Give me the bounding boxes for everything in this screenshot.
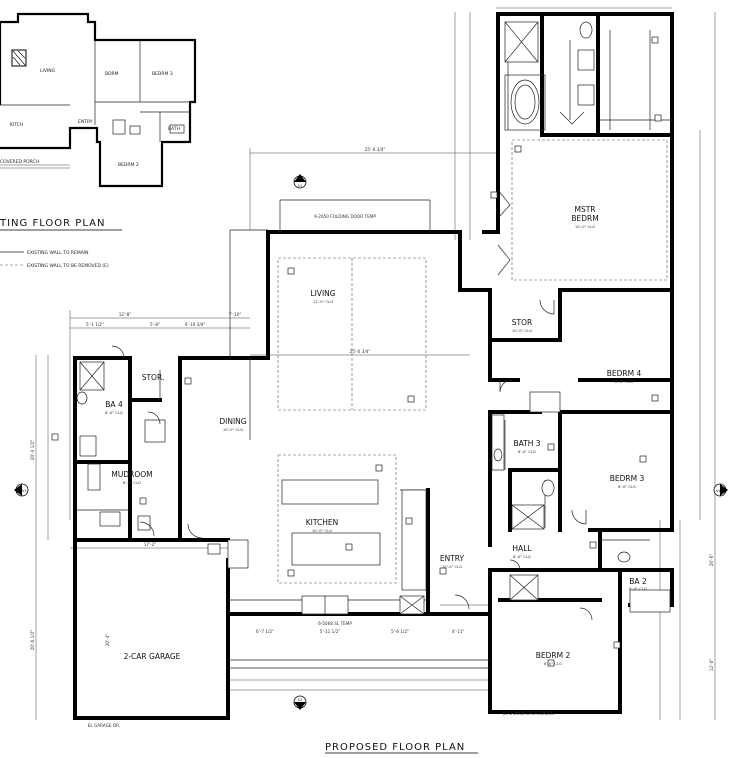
dim-left-12: 12'-8" — [119, 312, 132, 317]
dim-mid-living: 25'-0 3/4" — [350, 349, 371, 354]
proposed-floor-plan: A1 A2 A3 A4 25'-0 3/4" 25'-0 3/4" 12'-8 — [14, 7, 728, 754]
folding-door-note: 9-2650 FOLDING DOOR TEMP — [314, 214, 376, 219]
room-bedrm4: BEDRM 4 — [607, 369, 642, 378]
existing-living-label: LIVING — [40, 68, 56, 74]
room-ba4: BA 4 — [105, 400, 123, 409]
dimension-lines — [35, 7, 716, 720]
room-mstr-bedrm: BEDRM — [571, 214, 598, 223]
section-marker-a4: A4 — [713, 483, 728, 497]
dim-bot-3: 5'-6 1/2" — [391, 629, 409, 634]
legend-existing-removed: EXISTING WALL TO BE REMOVED (E) — [27, 263, 109, 269]
existing-floor-plan: LIVING BDRM BEDRM 3 KITCH ENTRY BATH BED… — [0, 12, 197, 269]
existing-plan-title: TING FLOOR PLAN — [0, 218, 105, 229]
dim-left-4: 4'-10 3/4" — [185, 322, 206, 327]
dim-garage-height: 20'-4" — [105, 634, 110, 647]
room-entry: ENTRY — [440, 554, 465, 563]
room-entry-clg: 10'-0" CLG — [442, 564, 462, 569]
svg-text:A2: A2 — [297, 697, 303, 702]
dim-right-total-2: 12'-0" — [709, 659, 714, 672]
dim-bot-2: 5'-11 1/2" — [320, 629, 341, 634]
svg-text:A4: A4 — [715, 488, 721, 493]
ceiling-outlines — [277, 139, 668, 584]
existing-entry-label: ENTRY — [78, 119, 93, 125]
garage-door-note: EL GARAGE DR. — [88, 723, 121, 728]
slider-note: 6-5068 SL TEMP — [318, 621, 352, 626]
dim-left-5b: 5'-8" — [150, 322, 160, 327]
section-marker-a3: A3 — [14, 483, 29, 497]
egress-note: (E) 2-2660 GFCI EGRESS — [502, 711, 554, 716]
door-swings — [111, 111, 593, 621]
room-mstr: MSTR — [574, 205, 595, 214]
room-kitchen-clg: 10'-0" CLG — [312, 528, 332, 533]
room-living-clg: 12'-0" CLG — [313, 299, 333, 304]
dim-garage-width: 17'-2" — [144, 542, 157, 547]
room-mudroom-clg: 8'-0" CLG — [123, 480, 141, 485]
room-garage: 2-CAR GARAGE — [124, 652, 181, 661]
room-living: LIVING — [310, 289, 335, 298]
room-bedrm2-clg: 8'-0" CLG — [544, 661, 562, 666]
partitions — [75, 30, 672, 669]
existing-kitchen-label: KITCH — [10, 122, 23, 128]
room-bedrm4-clg: 8'-0" CLG — [615, 379, 633, 384]
room-mudroom: MUDROOM — [111, 470, 152, 479]
existing-bedrm-label: BDRM — [105, 71, 119, 77]
legend-existing-remain: EXISTING WALL TO REMAIN — [27, 250, 89, 256]
room-bath3-clg: 8'-0" CLG — [518, 449, 536, 454]
room-ba2: BA 2 — [629, 577, 647, 586]
room-mstr-clg: 10'-0" CLG — [575, 224, 595, 229]
existing-bedrm2-label: BEDRM 2 — [118, 162, 139, 168]
room-stor-mb-clg: 10'-0" CLG — [512, 328, 532, 333]
room-kitchen: KITCHEN — [306, 518, 339, 527]
walls — [73, 12, 674, 720]
section-markers: A1 A2 A3 A4 — [14, 174, 728, 710]
section-marker-a1: A1 — [293, 174, 307, 189]
outlet-markers — [51, 36, 662, 667]
room-bath3: BATH 3 — [513, 439, 540, 448]
room-ba2-clg: 8'-0" CLG — [629, 586, 647, 591]
room-hall-clg: 8'-0" CLG — [513, 554, 531, 559]
room-stor-west: STOR. — [142, 373, 165, 382]
dimension-text: 25'-0 3/4" 25'-0 3/4" 12'-8" 5'-1 1/2" 5… — [30, 147, 714, 728]
room-bedrm3: BEDRM 3 — [610, 474, 645, 483]
room-bedrm2: BEDRM 2 — [536, 651, 571, 660]
room-dining-clg: 10'-0" CLG — [223, 427, 243, 432]
fixtures — [76, 21, 671, 615]
room-labels: LIVING 12'-0" CLG MSTR BEDRM 10'-0" CLG … — [105, 205, 647, 666]
dim-garage-total: 20'-6 1/2" — [30, 630, 35, 651]
proposed-plan-title: PROPOSED FLOOR PLAN — [325, 742, 465, 753]
existing-bath-label: BATH — [168, 126, 180, 132]
dim-left-7: 7'-10" — [229, 312, 242, 317]
dim-bot-4: 4'-11" — [452, 629, 465, 634]
room-stor-mb: STOR — [512, 318, 532, 327]
room-bedrm3-clg: 8'-0" CLG — [618, 484, 636, 489]
dim-top-living: 25'-0 3/4" — [365, 147, 386, 152]
room-dining: DINING — [219, 417, 246, 426]
existing-bedrm3-label: BEDRM 3 — [152, 71, 173, 77]
svg-text:A1: A1 — [297, 183, 303, 188]
svg-text:A3: A3 — [21, 488, 27, 493]
dim-bot-1: 6'-7 1/2" — [256, 629, 274, 634]
dim-left-5a: 5'-1 1/2" — [86, 322, 104, 327]
dim-left-total: 20'-4 1/2" — [30, 440, 35, 461]
dim-right-total-1: 26'-6" — [709, 554, 714, 567]
existing-porch-label: COVERED PORCH — [0, 159, 39, 165]
room-hall: HALL — [512, 544, 532, 553]
section-marker-a2: A2 — [293, 695, 307, 710]
room-ba4-clg: 8'-0" CLG — [105, 410, 123, 415]
